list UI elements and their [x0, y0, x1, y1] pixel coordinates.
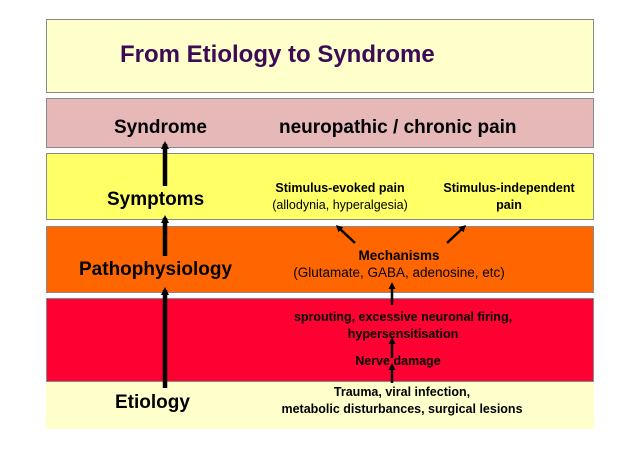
- etiology-label: Etiology: [115, 392, 190, 413]
- sprouting-text: sprouting, excessive neuronal firing, hy…: [294, 309, 512, 343]
- stimulus-independent-line1: Stimulus-independent: [443, 181, 575, 195]
- syndrome-band: [46, 98, 594, 148]
- pathophysiology-label: Pathophysiology: [79, 259, 233, 280]
- arrow-mechanisms-to-evoked: [335, 224, 356, 244]
- stimulus-evoked-title: Stimulus-evoked pain: [275, 181, 405, 195]
- sprouting-line2: hypersensitisation: [347, 327, 459, 341]
- mechanisms-examples: (Glutamate, GABA, adenosine, etc): [293, 265, 505, 280]
- damage-band: [46, 298, 594, 382]
- mechanisms: Mechanisms (Glutamate, GABA, adenosine, …: [293, 247, 505, 281]
- stimulus-independent-pain: Stimulus-independent pain: [443, 180, 574, 214]
- etiology-causes: Trauma, viral infection, metabolic distu…: [281, 384, 522, 418]
- arrow-mechanisms-to-independent: [446, 224, 467, 244]
- pathophysiology-band: [46, 226, 594, 293]
- mechanisms-title: Mechanisms: [358, 248, 440, 263]
- sprouting-line1: sprouting, excessive neuronal firing,: [293, 310, 513, 324]
- stimulus-evoked-examples: (allodynia, hyperalgesia): [272, 198, 408, 212]
- causes-line1: Trauma, viral infection,: [333, 385, 471, 399]
- causes-line2: metabolic disturbances, surgical lesions: [281, 402, 523, 416]
- nerve-damage-text: Nerve damage: [355, 354, 441, 368]
- syndrome-value: neuropathic / chronic pain: [279, 117, 517, 138]
- stimulus-evoked-pain: Stimulus-evoked pain (allodynia, hyperal…: [272, 180, 408, 214]
- syndrome-label: Syndrome: [114, 117, 207, 138]
- symptoms-band: [46, 153, 594, 220]
- diagram-title: From Etiology to Syndrome: [120, 41, 435, 68]
- stimulus-independent-line2: pain: [496, 198, 522, 212]
- title-band: [46, 19, 594, 93]
- symptoms-label: Symptoms: [107, 189, 205, 210]
